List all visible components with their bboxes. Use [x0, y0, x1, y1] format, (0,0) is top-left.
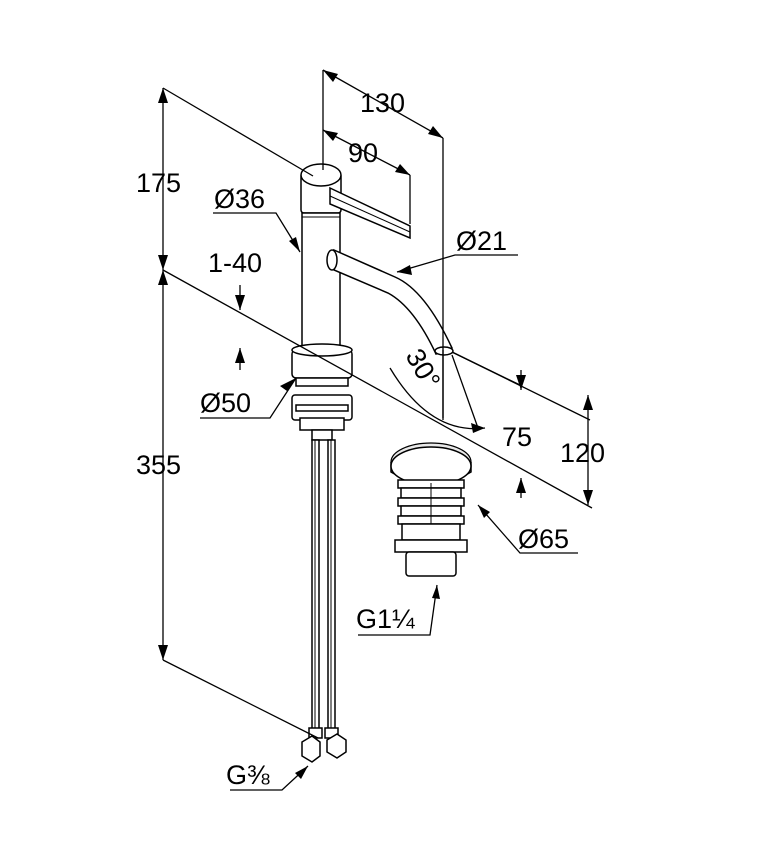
lever-handle: [329, 186, 411, 240]
label-supply-thread: G⅜: [226, 760, 270, 790]
label-overall-reach: 130: [360, 88, 405, 118]
mounting-nut: [291, 394, 353, 441]
label-deck-thickness: 1-40: [208, 248, 262, 278]
label-base-diameter: Ø50: [200, 388, 251, 418]
supply-hoses: [301, 439, 347, 763]
label-bottom-height: 355: [136, 450, 181, 480]
waste-fitting: [390, 442, 472, 577]
label-body-diameter: Ø36: [214, 184, 265, 214]
spout: [326, 248, 454, 356]
label-lever-reach: 90: [348, 138, 378, 168]
label-spout-height: 120: [560, 438, 605, 468]
dimension-lines: [158, 69, 593, 791]
base-ring: [291, 343, 353, 387]
label-spout-offset: 75: [502, 422, 532, 452]
dimension-labels: 175 130 90 Ø36 Ø21 1-40 Ø50 30° 75 120 3…: [136, 88, 605, 790]
label-top-height: 175: [136, 168, 181, 198]
label-spout-diameter: Ø21: [456, 226, 507, 256]
label-waste-diameter: Ø65: [518, 524, 569, 554]
label-waste-thread: G1¼: [356, 604, 415, 634]
